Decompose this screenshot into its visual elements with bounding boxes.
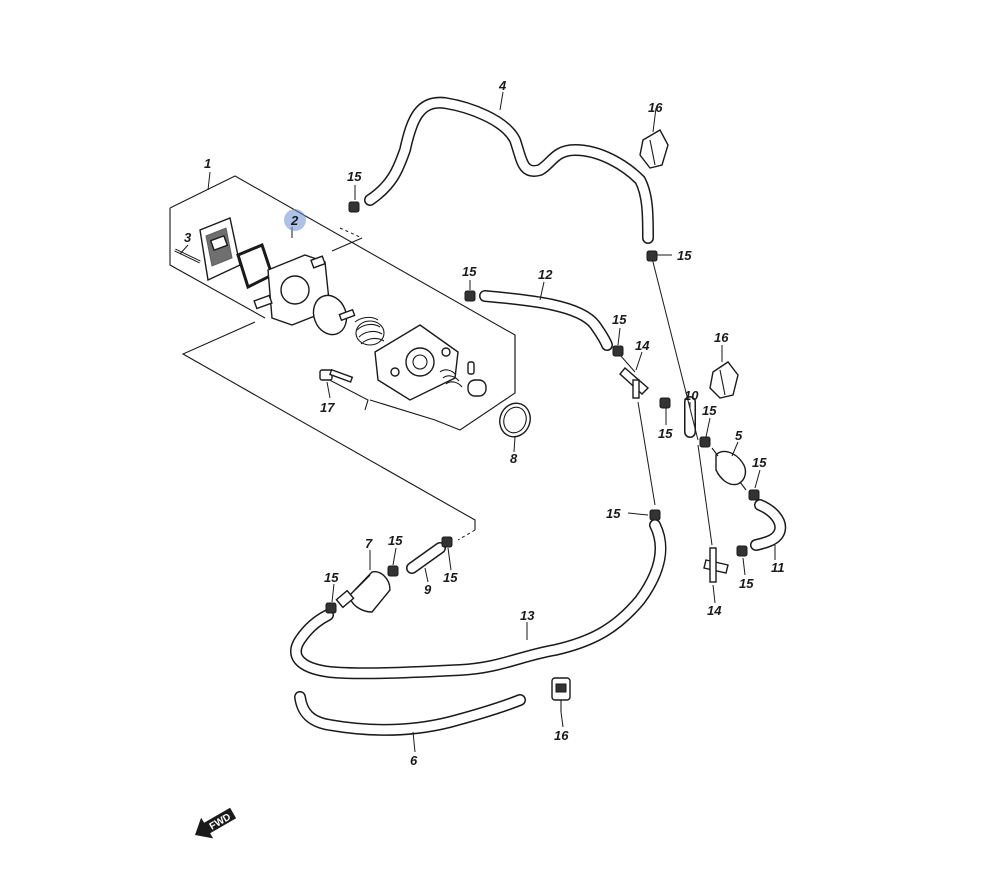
housing-cover xyxy=(374,324,459,401)
fwd-label: FWD xyxy=(208,812,233,833)
callout-leaders xyxy=(179,91,776,753)
hose-12 xyxy=(479,290,613,351)
callout-2: 2 xyxy=(290,213,299,228)
callout-15-hose9: 15 xyxy=(443,570,458,585)
cap-piece xyxy=(467,361,487,397)
callout-13: 13 xyxy=(520,608,535,623)
callout-16-bottom: 16 xyxy=(554,728,569,743)
hose-9 xyxy=(406,542,446,574)
callout-15-hose13: 15 xyxy=(606,506,621,521)
callout-15-top-right: 15 xyxy=(677,248,692,263)
hose-13 xyxy=(290,519,667,680)
clamp xyxy=(348,201,360,213)
callout-11: 11 xyxy=(771,560,785,575)
callout-15-hose12: 15 xyxy=(462,264,477,279)
callout-15-mid: 15 xyxy=(658,426,673,441)
spring-small xyxy=(439,369,463,388)
callout-1: 1 xyxy=(204,156,211,171)
clamp xyxy=(646,250,658,262)
clamps xyxy=(325,201,760,614)
hose-11 xyxy=(750,499,787,551)
tee-joint-upper xyxy=(619,367,650,399)
callout-2-highlight xyxy=(284,209,306,231)
callout-15-valve-left: 15 xyxy=(324,570,339,585)
callout-12: 12 xyxy=(538,267,553,282)
callout-10: 10 xyxy=(684,388,699,403)
callout-labels: 1 2 3 4 5 6 7 8 9 10 11 12 13 14 14 15 1… xyxy=(184,78,785,768)
callout-4: 4 xyxy=(498,78,507,93)
clamp xyxy=(659,397,671,409)
tee-joint-lower xyxy=(703,547,729,583)
callout-6: 6 xyxy=(410,753,418,768)
callout-16-mid: 16 xyxy=(714,330,729,345)
callout-17: 17 xyxy=(320,400,335,415)
callout-15-hose4: 15 xyxy=(347,169,362,184)
callout-15-right: 15 xyxy=(752,455,767,470)
clamp xyxy=(464,290,476,302)
bolt-17 xyxy=(319,368,354,383)
clamp xyxy=(325,602,337,614)
callout-3: 3 xyxy=(184,230,192,245)
diaphragm xyxy=(312,294,356,336)
clamp xyxy=(387,565,399,577)
callout-16-top: 16 xyxy=(648,100,663,115)
clamp xyxy=(612,345,624,357)
callout-7: 7 xyxy=(365,536,373,551)
valve-7 xyxy=(335,571,391,613)
holder-16-mid xyxy=(709,361,739,399)
callout-15-tee: 15 xyxy=(739,576,754,591)
fwd-arrow-icon: FWD xyxy=(195,807,237,839)
callout-9: 9 xyxy=(424,582,432,597)
clamp xyxy=(441,536,453,548)
hose-4 xyxy=(364,96,654,244)
callout-15-valve-top: 15 xyxy=(388,533,403,548)
gasket-2 xyxy=(236,242,274,290)
clamp xyxy=(699,436,711,448)
clamp xyxy=(736,545,748,557)
callout-14-lower: 14 xyxy=(707,603,722,618)
filter-5 xyxy=(711,447,747,491)
callout-5: 5 xyxy=(735,428,743,443)
o-ring-8 xyxy=(499,402,531,438)
callout-15-upper-right: 15 xyxy=(612,312,627,327)
holder-16-top xyxy=(639,129,669,169)
routing-lines xyxy=(619,257,713,546)
clamp xyxy=(649,509,661,521)
clamp xyxy=(748,489,760,501)
callout-14-upper: 14 xyxy=(635,338,650,353)
assembly-box xyxy=(169,175,516,541)
cover-plate xyxy=(199,217,241,282)
callout-8: 8 xyxy=(510,451,518,466)
screw-3 xyxy=(174,248,201,264)
holder-16-bottom xyxy=(551,677,571,712)
hose-6 xyxy=(294,691,526,736)
callout-15-filter: 15 xyxy=(702,403,717,418)
spring-large xyxy=(354,316,385,346)
